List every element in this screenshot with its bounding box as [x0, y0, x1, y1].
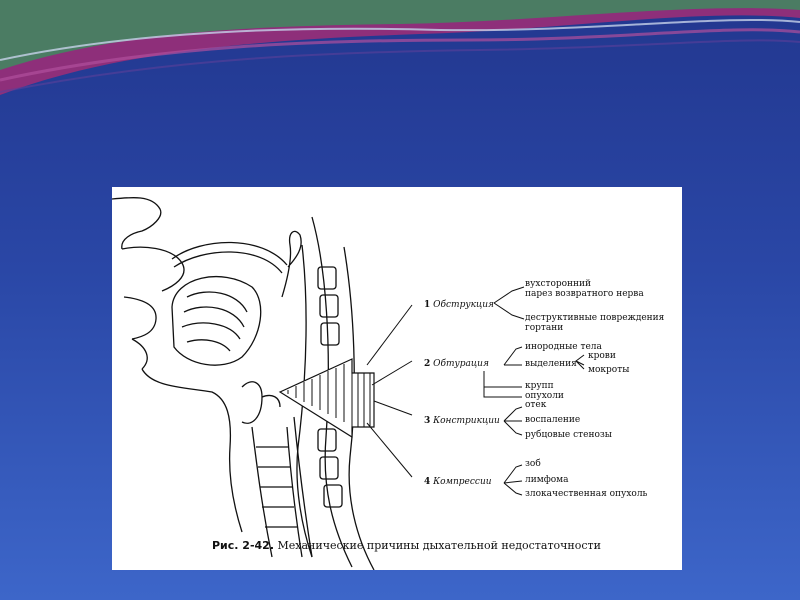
cat3-item-1: отек — [525, 400, 546, 410]
cat4-item-3: злокачественная опухоль — [525, 489, 647, 499]
category-3-label: 3 Констрикции — [424, 416, 500, 426]
cat4-item-1: зоб — [525, 459, 541, 469]
caption-prefix: Рис. 2-42. — [212, 539, 274, 552]
cat2-item-2: выделения — [525, 359, 577, 369]
category-1-number: 1 — [424, 300, 430, 310]
category-1-name: Обструкция — [433, 300, 494, 310]
header-wave-decoration — [0, 0, 800, 110]
cat2-subitem-2: мокроты — [588, 365, 629, 375]
category-1-label: 1 Обструкция — [424, 300, 494, 310]
cat3-item-3: рубцовые стенозы — [525, 430, 612, 440]
category-3-number: 3 — [424, 416, 430, 426]
cat2-subitem-1: крови — [588, 351, 616, 361]
anatomy-illustration — [112, 187, 682, 570]
cat1-item-2: деструктивные повреждения гортани — [525, 313, 664, 333]
category-2-label: 2 Обтурация — [424, 359, 489, 369]
caption-text: Механические причины дыхательной недоста… — [278, 539, 601, 552]
cat1-item-1: вухсторонний парез возвратного нерва — [525, 279, 644, 299]
figure-caption: Рис. 2-42. Механические причины дыхатель… — [212, 539, 601, 552]
category-4-name: Компрессии — [433, 477, 491, 487]
category-3-name: Констрикции — [433, 416, 500, 426]
cat3-item-2: воспаление — [525, 415, 580, 425]
figure-panel: 1 Обструкция вухсторонний парез возвратн… — [112, 187, 682, 570]
category-4-label: 4 Компрессии — [424, 477, 492, 487]
cat4-item-2: лимфома — [525, 475, 569, 485]
category-2-name: Обтурация — [433, 359, 489, 369]
category-2-number: 2 — [424, 359, 430, 369]
category-4-number: 4 — [424, 477, 430, 487]
cat2-item-3: крупп — [525, 381, 554, 391]
